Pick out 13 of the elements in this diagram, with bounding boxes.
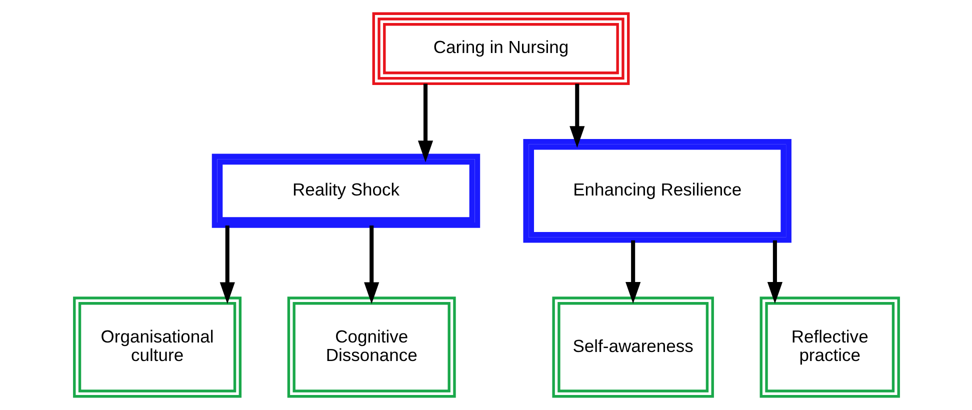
arrow xyxy=(417,84,433,162)
node-box: Reflective practice xyxy=(759,296,900,398)
node-box: Caring in Nursing xyxy=(372,12,630,86)
node-box: Cognitive Dissonance xyxy=(286,296,456,398)
arrow xyxy=(625,240,640,304)
arrow xyxy=(766,240,782,304)
arrow xyxy=(364,226,379,304)
node-box: Enhancing Resilience xyxy=(522,138,791,243)
node-box: Organisational culture xyxy=(72,296,242,398)
node-box: Reality Shock xyxy=(211,154,480,228)
arrow xyxy=(219,226,234,304)
arrow xyxy=(569,84,584,148)
node-box: Self-awareness xyxy=(552,296,714,398)
